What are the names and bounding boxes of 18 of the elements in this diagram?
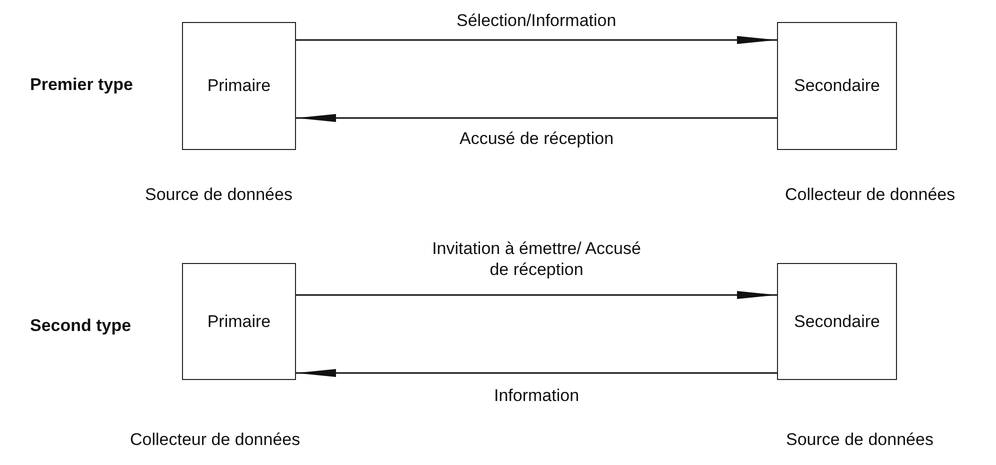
- arrow: [296, 291, 777, 299]
- box-label: Secondaire: [794, 312, 880, 332]
- process-box: [777, 22, 897, 150]
- arrow: [296, 369, 777, 377]
- row-heading: Premier type: [30, 75, 133, 95]
- role-caption: Collecteur de données: [130, 430, 300, 450]
- process-box: [182, 263, 296, 380]
- arrow: [296, 114, 777, 122]
- row-heading: Second type: [30, 316, 132, 336]
- box-label: Primaire: [207, 76, 271, 96]
- arrow: [296, 36, 777, 44]
- box-label: Secondaire: [794, 76, 880, 96]
- process-box: [777, 263, 897, 380]
- role-caption: Source de données: [145, 185, 292, 205]
- role-caption: Collecteur de données: [785, 185, 956, 205]
- role-caption: Source de données: [786, 430, 934, 450]
- process-box: [182, 22, 296, 150]
- box-label: Primaire: [207, 312, 271, 332]
